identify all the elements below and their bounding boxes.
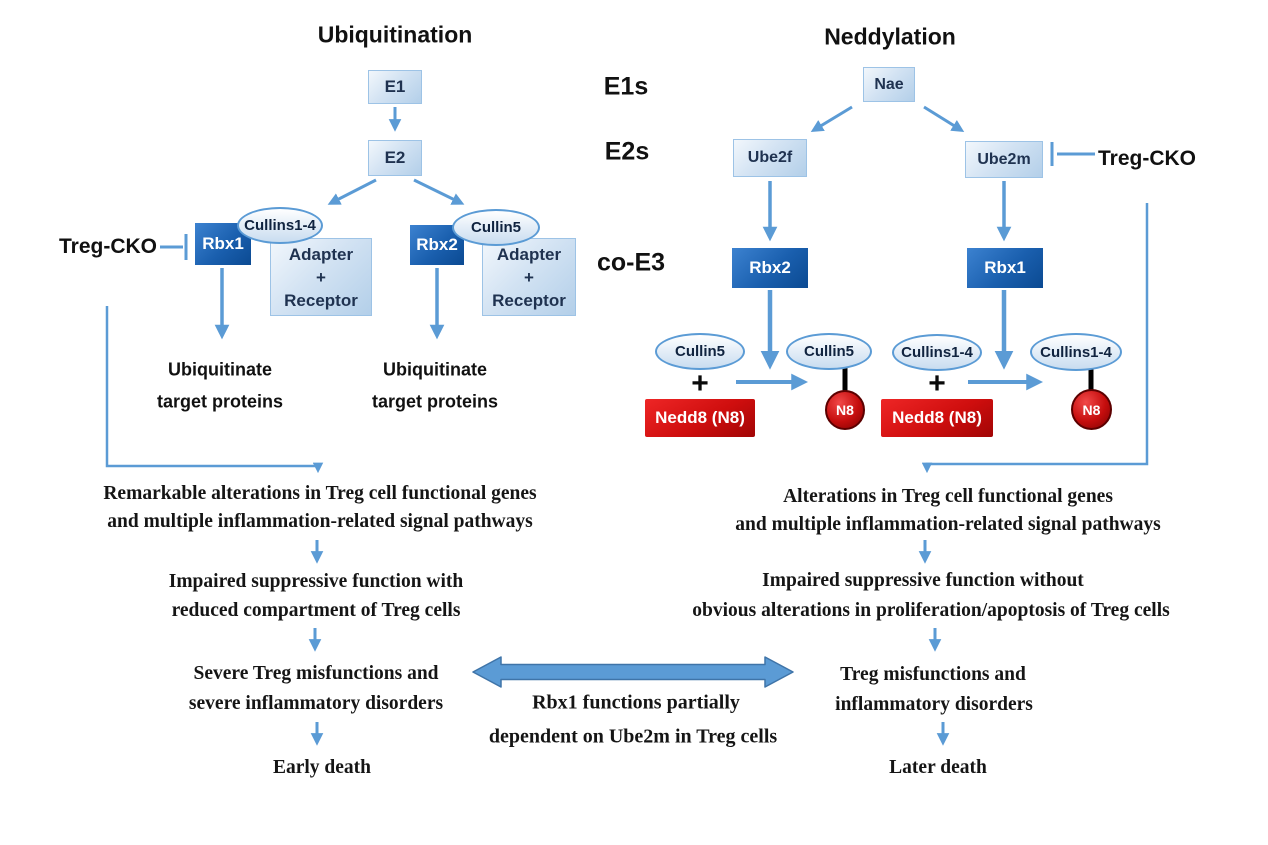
receptor-label: Receptor — [284, 290, 358, 310]
left-flow-step1-line1: Remarkable alterations in Treg cell func… — [103, 483, 537, 504]
title-neddylation: Neddylation — [824, 23, 956, 50]
arrow-e2-to-cullin5 — [413, 178, 465, 205]
nedd8-1-label: Nedd8 (N8) — [655, 408, 745, 427]
cullins14-product-label: Cullins1-4 — [1040, 343, 1112, 361]
comparison-line2: dependent on Ube2m in Treg cells — [488, 725, 778, 748]
node-rbx1-ubiq-label: Rbx1 — [202, 234, 244, 253]
adapter-plus: + — [316, 267, 326, 287]
comparison-line1: Rbx1 functions partially — [532, 691, 740, 714]
node-ube2m-label: Ube2m — [977, 150, 1031, 168]
node-cullins14-product: Cullins1-4 — [1030, 333, 1122, 371]
left-flow-step1-line2: and multiple inflammation-related signal… — [107, 511, 533, 532]
cullin5-ubiq-label: Cullin5 — [470, 219, 521, 236]
node-cullins14-substrate: Cullins1-4 — [892, 334, 982, 371]
arrow-e2-to-cullins14 — [327, 178, 377, 205]
node-cullin5-product: Cullin5 — [786, 333, 872, 370]
cullins14-substrate-label: Cullins1-4 — [901, 344, 973, 361]
left-flow-step3-line2: severe inflammatory disorders — [188, 693, 444, 714]
receptor-label: Receptor — [492, 290, 566, 310]
right-flow-step1-line2: and multiple inflammation-related signal… — [735, 514, 1161, 535]
elbow-arrow-left — [105, 306, 324, 474]
outcome-ubiquitinate-2-line2: target proteins — [371, 391, 499, 412]
node-cullins14-ubiq: Cullins1-4 — [237, 207, 323, 244]
left-flow-step2-line1: Impaired suppressive function with — [168, 571, 464, 592]
outcome-ubiquitinate-1-line1: Ubiquitinate — [168, 359, 272, 380]
node-e1: E1 — [368, 70, 422, 104]
treg-cko-right-label: Treg-CKO — [1097, 147, 1197, 170]
row-label-e2s: E2s — [604, 137, 650, 166]
node-ube2m: Ube2m — [965, 141, 1043, 178]
cullins14-ubiq-label: Cullins1-4 — [244, 217, 316, 234]
row-label-co-e3: co-E3 — [596, 248, 666, 277]
node-cullin5-substrate: Cullin5 — [655, 333, 745, 370]
right-flow-step3-line2: inflammatory disorders — [835, 694, 1033, 715]
double-headed-arrow — [472, 656, 794, 688]
node-e1-label: E1 — [384, 77, 406, 96]
node-ube2f-label: Ube2f — [747, 149, 793, 166]
node-cullin5-ubiq: Cullin5 — [452, 209, 540, 246]
cullin5-product-label: Cullin5 — [803, 343, 854, 360]
node-nedd8-1: Nedd8 (N8) — [645, 399, 755, 437]
node-adapter-receptor-2: Adapter + Receptor — [482, 238, 576, 316]
left-flow-step3-line1: Severe Treg misfunctions and — [193, 663, 439, 684]
left-flow-step2-line2: reduced compartment of Treg cells — [171, 600, 461, 621]
node-nedd8-2: Nedd8 (N8) — [881, 399, 993, 437]
cullin5-substrate-label: Cullin5 — [674, 343, 725, 360]
adapter-label: Adapter — [288, 244, 354, 264]
node-rbx2-nedd-label: Rbx2 — [749, 258, 791, 277]
n8-badge-2-label: N8 — [1082, 401, 1101, 418]
node-rbx1-ubiq: Rbx1 — [195, 223, 251, 265]
n8-badge-2: N8 — [1071, 389, 1112, 430]
right-flow-step2-line2: obvious alterations in proliferation/apo… — [692, 600, 1170, 621]
node-rbx2-ubiq-label: Rbx2 — [416, 235, 458, 254]
node-e2: E2 — [368, 140, 422, 176]
left-flow-step4: Early death — [272, 757, 372, 778]
treg-cko-left-label: Treg-CKO — [58, 235, 158, 258]
plus-sign-1: + — [691, 367, 709, 400]
node-nae-label: Nae — [874, 75, 904, 93]
nedd8-2-label: Nedd8 (N8) — [892, 408, 982, 427]
outcome-ubiquitinate-1-line2: target proteins — [156, 391, 284, 412]
adapter-plus: + — [524, 267, 534, 287]
right-flow-step2-line1: Impaired suppressive function without — [762, 570, 1084, 591]
node-rbx1-nedd: Rbx1 — [967, 248, 1043, 288]
outcome-ubiquitinate-2-line1: Ubiquitinate — [383, 359, 487, 380]
arrow-nae-to-ube2f — [810, 105, 853, 132]
node-ube2f: Ube2f — [733, 139, 807, 177]
n8-badge-1-label: N8 — [836, 402, 854, 418]
right-flow-step4: Later death — [889, 757, 987, 778]
right-flow-step3-line1: Treg misfunctions and — [840, 664, 1026, 685]
node-rbx1-nedd-label: Rbx1 — [984, 258, 1026, 277]
node-nae: Nae — [863, 67, 915, 102]
row-label-e1s: E1s — [603, 72, 649, 101]
adapter-label: Adapter — [496, 244, 562, 264]
title-ubiquitination: Ubiquitination — [317, 21, 473, 48]
plus-sign-2: + — [928, 367, 946, 400]
node-e2-label: E2 — [384, 148, 406, 167]
node-adapter-receptor-1: Adapter + Receptor — [270, 238, 372, 316]
n8-badge-1: N8 — [825, 390, 865, 430]
right-flow-step1-line1: Alterations in Treg cell functional gene… — [783, 486, 1113, 507]
node-rbx2-nedd: Rbx2 — [732, 248, 808, 288]
arrow-nae-to-ube2m — [923, 105, 965, 132]
